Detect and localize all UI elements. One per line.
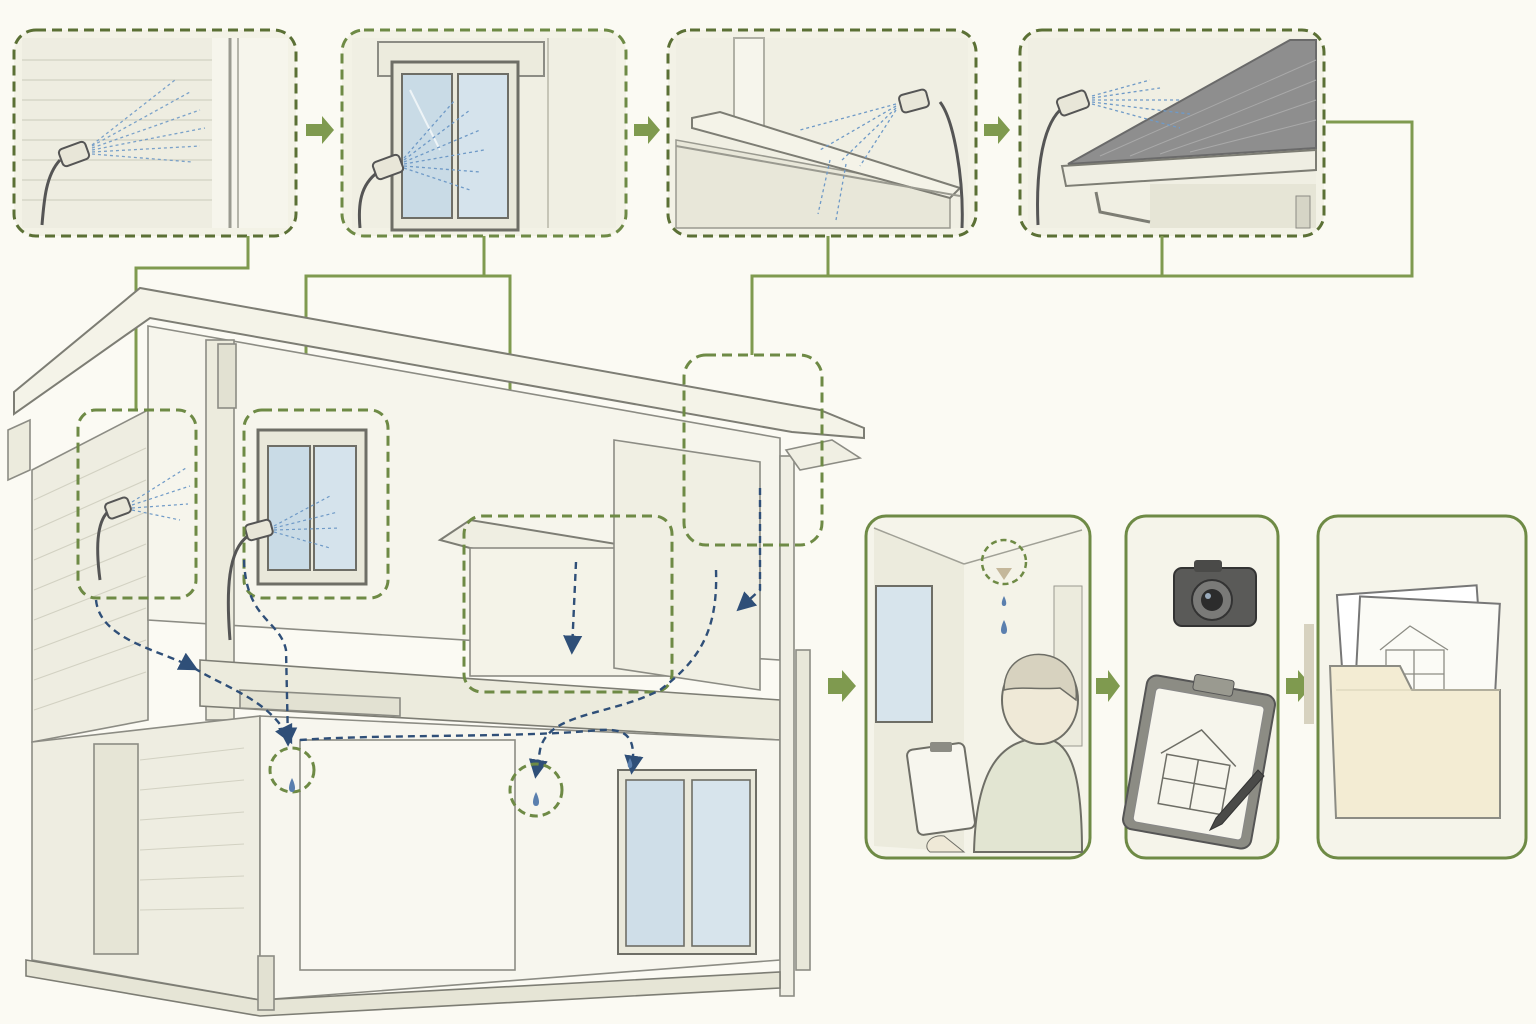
window-spray-icon	[352, 38, 616, 232]
flow-arrow-to-inspection	[828, 670, 856, 702]
water-intrusion-paths	[94, 488, 762, 779]
zone-roof-eave	[682, 353, 824, 547]
test-panel-window	[340, 28, 628, 238]
flow-arrow-3	[984, 116, 1010, 144]
flow-arrow-1	[306, 116, 334, 144]
callout-connectors	[134, 120, 1414, 516]
house-test-zones	[76, 353, 824, 694]
camera-clipboard-icon	[1122, 560, 1276, 850]
flow-arrow-2	[634, 116, 660, 144]
flow-arrow-5	[1286, 670, 1312, 702]
camera-icon	[1173, 560, 1257, 627]
test-panel-roof	[1018, 28, 1326, 238]
findings-panel-record	[1122, 514, 1280, 860]
leak-points	[268, 746, 633, 818]
pen-icon	[1208, 769, 1265, 832]
house-cutaway-illustration	[7, 286, 865, 1017]
siding-wall-spray-icon	[22, 38, 288, 228]
test-panel-wall	[12, 28, 298, 238]
test-panel-balcony	[666, 28, 978, 238]
house-spray-hoses	[96, 467, 341, 641]
findings-panel-report	[1304, 514, 1528, 860]
zone-balcony	[462, 514, 674, 694]
flow-arrow-4	[1096, 670, 1120, 702]
findings-panel-inspect	[864, 514, 1092, 860]
clipboard-icon	[1122, 673, 1276, 850]
zone-window	[242, 408, 390, 600]
inspector-leak-icon	[873, 527, 1084, 853]
roof-eave-spray-icon	[1028, 38, 1317, 229]
balcony-parapet-spray-icon	[675, 37, 968, 229]
report-folder-icon	[1304, 584, 1501, 819]
zone-wall	[76, 408, 198, 600]
